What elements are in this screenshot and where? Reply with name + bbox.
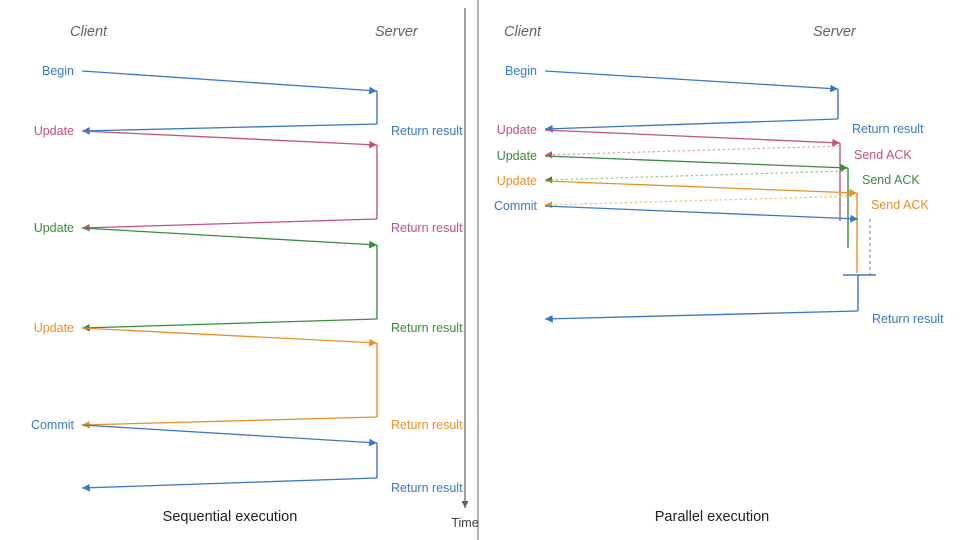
message-arrow: [81, 416, 378, 429]
lane-title-client: Client: [504, 24, 542, 40]
panel-caption-sequential: Sequential execution: [163, 509, 298, 525]
message-arrow: [81, 130, 378, 149]
message-arrow: [544, 195, 858, 209]
message-arrow: [81, 123, 378, 135]
message-label: Return result: [391, 124, 463, 138]
message-label: Return result: [391, 481, 463, 495]
message-label: Begin: [42, 64, 74, 78]
message-label: Return result: [391, 221, 463, 235]
message-arrow: [544, 170, 849, 184]
message-label: Return result: [391, 321, 463, 335]
message-label: Commit: [31, 418, 75, 432]
message-arrow: [81, 477, 378, 492]
lane-title-server: Server: [813, 24, 857, 40]
message-arrow: [81, 227, 378, 249]
message-label: Update: [497, 149, 537, 163]
message-arrow: [544, 118, 839, 133]
message-arrow: [544, 205, 859, 223]
message-arrow: [544, 310, 859, 323]
message-label: Send ACK: [862, 173, 920, 187]
message-label: Send ACK: [854, 148, 912, 162]
message-label: Update: [34, 221, 74, 235]
message-arrow: [544, 145, 841, 159]
message-label: Update: [497, 123, 537, 137]
time-axis-label: Time: [451, 516, 478, 530]
message-arrow: [544, 180, 858, 197]
message-label: Return result: [852, 122, 924, 136]
message-label: Update: [497, 174, 537, 188]
lane-title-client: Client: [70, 24, 108, 40]
lane-title-server: Server: [375, 24, 419, 40]
message-label: Begin: [505, 64, 537, 78]
message-arrow: [81, 70, 378, 95]
message-arrow: [81, 218, 378, 232]
message-label: Return result: [391, 418, 463, 432]
message-label: Update: [34, 124, 74, 138]
message-arrow: [544, 155, 849, 172]
message-label: Commit: [494, 199, 538, 213]
message-label: Return result: [872, 312, 944, 326]
message-label: Update: [34, 321, 74, 335]
message-arrow: [81, 424, 378, 447]
message-arrow: [81, 327, 378, 347]
panel-caption-parallel: Parallel execution: [655, 509, 769, 525]
message-arrow: [81, 318, 378, 332]
message-label: Send ACK: [871, 198, 929, 212]
time-axis-layer: Time: [451, 0, 479, 540]
message-arrow: [544, 129, 841, 147]
message-arrow: [544, 70, 839, 93]
